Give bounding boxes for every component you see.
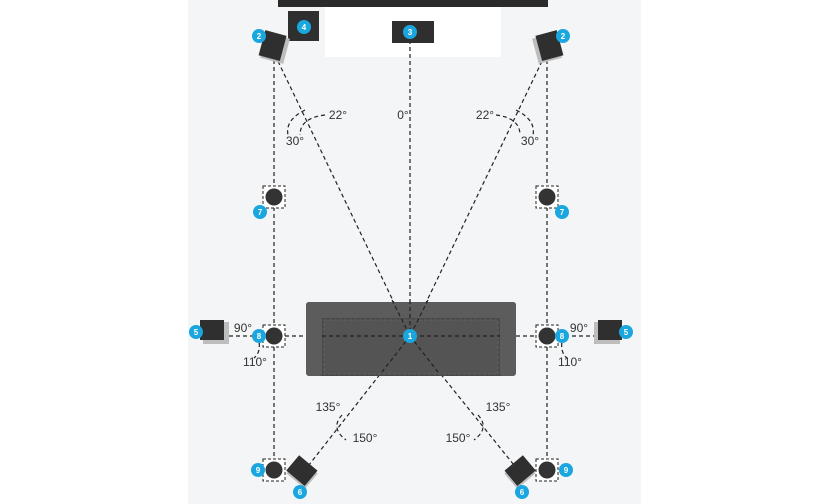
badge-height-front-left: 7 bbox=[253, 205, 267, 219]
badge-height-front-right: 7 bbox=[555, 205, 569, 219]
sofa-right-arm bbox=[500, 302, 516, 376]
angle-label-front-right-min: 22° bbox=[476, 108, 494, 122]
badges: 1 2 2 3 4 5 5 6 bbox=[189, 20, 633, 499]
badge-side-right: 8 bbox=[555, 329, 569, 343]
front-right-inner-arc bbox=[495, 114, 521, 136]
rear-left-overlay bbox=[381, 335, 411, 373]
svg-text:2: 2 bbox=[257, 32, 262, 41]
svg-text:6: 6 bbox=[520, 488, 525, 497]
badge-rear-surround-left: 9 bbox=[251, 463, 265, 477]
svg-text:9: 9 bbox=[564, 466, 569, 475]
badge-rear-surround-right: 9 bbox=[559, 463, 573, 477]
angle-label-rear-left-max: 150° bbox=[353, 431, 378, 445]
svg-text:8: 8 bbox=[257, 332, 262, 341]
front-right-line bbox=[409, 54, 546, 337]
badge-rear-left: 6 bbox=[293, 485, 307, 499]
floor-highlight bbox=[188, 0, 641, 504]
front-right-outer-arc bbox=[515, 109, 534, 136]
side-left-speaker bbox=[262, 324, 286, 348]
angle-label-center: 0° bbox=[397, 108, 409, 122]
surround-right-speaker bbox=[594, 320, 622, 344]
badge-front-left: 2 bbox=[252, 29, 266, 43]
front-left-speaker bbox=[258, 30, 290, 64]
angle-label-front-left-min: 22° bbox=[329, 108, 347, 122]
badge-rear-right: 6 bbox=[515, 485, 529, 499]
angle-label-side-right-min: 90° bbox=[570, 321, 588, 335]
angle-label-front-right-max: 30° bbox=[521, 134, 539, 148]
svg-text:7: 7 bbox=[258, 208, 263, 217]
angle-label-side-right-max: 110° bbox=[558, 355, 582, 369]
rear-left-speaker bbox=[286, 455, 318, 489]
badge-front-right: 2 bbox=[556, 29, 570, 43]
angle-label-rear-right-min: 135° bbox=[486, 400, 511, 414]
svg-text:9: 9 bbox=[256, 466, 261, 475]
svg-text:2: 2 bbox=[561, 32, 566, 41]
svg-text:5: 5 bbox=[194, 328, 199, 337]
tv-screen bbox=[278, 0, 548, 7]
svg-text:6: 6 bbox=[298, 488, 303, 497]
badge-listener: 1 bbox=[403, 329, 417, 343]
svg-text:8: 8 bbox=[560, 332, 565, 341]
rear-left-arc bbox=[336, 414, 347, 441]
front-left-line bbox=[274, 54, 411, 337]
angle-label-rear-left-min: 135° bbox=[316, 400, 341, 414]
badge-side-left: 8 bbox=[252, 329, 266, 343]
badge-surround-right: 5 bbox=[619, 325, 633, 339]
front-left-inner-arc bbox=[299, 114, 326, 136]
angle-label-rear-right-max: 150° bbox=[446, 431, 471, 445]
height-front-right-speaker bbox=[535, 185, 559, 209]
rear-surround-right-speaker bbox=[535, 458, 559, 482]
angle-label-front-left-max: 30° bbox=[286, 134, 304, 148]
rear-right-arc bbox=[473, 414, 484, 441]
rear-right-speaker bbox=[504, 455, 536, 489]
front-left-outer-arc bbox=[287, 109, 306, 136]
rear-surround-left-speaker bbox=[262, 458, 286, 482]
badge-center: 3 bbox=[403, 25, 417, 39]
sofa bbox=[306, 302, 516, 376]
svg-text:4: 4 bbox=[302, 23, 307, 32]
svg-text:7: 7 bbox=[560, 208, 565, 217]
svg-text:1: 1 bbox=[408, 332, 413, 341]
svg-text:3: 3 bbox=[408, 28, 413, 37]
badge-subwoofer: 4 bbox=[297, 20, 311, 34]
side-right-speaker bbox=[535, 324, 559, 348]
angle-label-side-left-min: 90° bbox=[234, 321, 252, 335]
sofa-left-arm bbox=[306, 302, 322, 376]
sofa-seat bbox=[323, 319, 499, 375]
sofa-back bbox=[306, 302, 516, 318]
height-front-left-speaker bbox=[262, 185, 286, 209]
badge-surround-left: 5 bbox=[189, 325, 203, 339]
svg-text:5: 5 bbox=[624, 328, 629, 337]
rear-right-overlay bbox=[409, 335, 439, 373]
angle-label-side-left-max: 110° bbox=[243, 355, 267, 369]
surround-left-speaker bbox=[200, 320, 229, 344]
